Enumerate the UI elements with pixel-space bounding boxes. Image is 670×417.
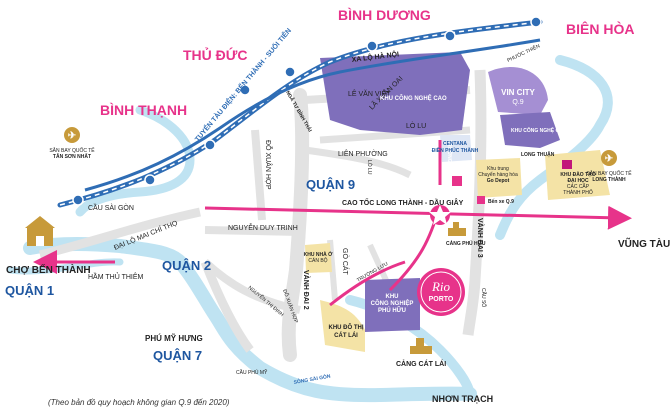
label-trung-chuyen-3: Go Depot [487,178,510,184]
label-go-cat: GÒ CÁT [341,248,350,276]
zone-khu-cn-phu-huu [365,278,420,332]
zone-khu-cnc-2 [500,112,560,148]
project-marker [429,205,451,225]
label-quan-7: QUẬN 7 [153,348,202,363]
road-vanh-dai-3 [462,69,487,336]
label-cho-ben-thanh: CHỢ BẾN THÀNH [6,263,91,276]
label-le-van-viet: LÊ VĂN VIỆT [348,89,391,98]
label-nha-o-1: KHU NHÀ Ở [304,251,333,258]
label-vin-city-1: VIN CITY [501,88,535,97]
label-trung-chuyen-2: Chuyển hàng hóa [478,171,518,178]
label-khu-cong-nghe-cao: KHU CÔNG NGHỆ CAO [380,94,447,102]
label-centana-2: ĐIỀN PHÚC THÀNH [432,147,479,154]
airport-long-thanh-line2: LONG THÀNH [592,176,626,183]
metro-stations [72,16,542,206]
label-lo-lu: LÒ LU [406,121,426,130]
xa-lo-ha-noi-line [84,38,541,192]
bus-station-icon [477,196,485,204]
road-vanh-dai-2 [281,88,310,362]
road-nguyen-duy-trinh [204,226,301,236]
road-go-cat [327,239,338,301]
project-logo-sub: PORTO [429,296,454,303]
label-vanh-dai-2: VÀNH ĐAI 2 [302,270,311,310]
label-do-xuan-hop: ĐỖ XUÂN HỢP [264,140,273,190]
label-vung-tau: VŨNG TÀU [618,237,670,250]
label-dai-hoc-3: CÁC CẤP [567,183,590,190]
airport-tan-son-nhat-line2: TÂN SƠN NHẤT [53,153,91,160]
label-nguyen-duy-trinh: NGUYỄN DUY TRINH [228,223,298,232]
label-dai-hoc-1: KHU ĐÀO TẠO [560,171,595,178]
zone-centana-area [440,135,472,162]
label-lien-phuong: LIÊN PHƯỜNG [338,149,388,158]
svg-text:✈: ✈ [605,154,614,165]
label-dai-hoc-4: THÀNH PHỐ [563,189,593,196]
label-cang-phu-huu: CẢNG PHÚ HỮU [446,240,486,247]
school-icon [562,160,572,169]
label-metro: TUYẾN TÀU ĐIỆN: BẾN THÀNH - SUỐI TIÊN [192,25,293,143]
label-long-thuan: LONG THUẬN [521,151,555,158]
label-cn-phu-huu-2: CÔNG NGHIỆP [371,299,414,307]
label-cang-cat-lai: CẢNG CÁT LÁI [396,359,446,368]
river-saigon [23,237,477,403]
airport-icon-long-thanh: ✈ [601,150,617,166]
label-do-thi-2: CÁT LÁI [334,332,358,339]
market-icon [25,216,55,246]
label-dai-hoc-2: ĐẠI HỌC [567,178,589,184]
road-lien-phuong [304,146,412,179]
airport-long-thanh-line1: SÂN BAY QUỐC TẾ [586,170,632,177]
label-vin-city-2: Q.9 [512,99,523,106]
label-cau-phu-my: CẦU PHÚ MỸ [236,369,268,376]
label-thu-duc: THỦ ĐỨC [183,46,248,63]
label-bien-hoa: BIÊN HÒA [566,20,634,37]
label-binh-thanh: BÌNH THẠNH [100,102,187,118]
label-lo-lu-2: LÒ LU [366,160,373,175]
label-ham-thu-thiem: HẦM THỦ THIÊM [88,271,144,281]
depot-icon [452,176,462,186]
airport-tan-son-nhat-line1: SÂN BAY QUỐC TẾ [49,147,95,154]
zone-khu-do-thi-cat-lai [320,300,365,352]
river-east [495,55,613,240]
airport-icon-tan-son-nhat: ✈ [64,127,80,143]
svg-text:✈: ✈ [68,131,77,142]
label-cn-phu-huu-3: PHÚ HỮU [378,307,406,314]
river-north [75,105,195,217]
zone-khu-cong-nghe-cao [320,52,470,135]
project-logo [417,268,465,316]
route-quan7 [200,260,254,353]
label-nhon-trach: NHƠN TRẠCH [432,394,493,404]
road-nguyen-thi-dinh [202,259,301,314]
road-mai-chi-tho [38,207,201,260]
port-icon-cat-lai [410,338,432,354]
label-vanh-dai-3: VÀNH ĐAI 3 [476,218,485,258]
project-logo-text: Rio [431,279,451,294]
label-binh-duong: BÌNH DƯƠNG [338,7,431,23]
label-cao-toc: CAO TỐC LONG THÀNH - DẦU GIÂY [342,197,464,207]
zone-khu-trung-chuyen [476,158,522,198]
label-cn-phu-huu-1: KHU [386,294,399,300]
label-do-thi-1: KHU ĐÔ THỊ [329,323,364,331]
label-cau-so: CẦU SỐ [480,288,487,307]
zone-khu-nha-o-can-bo [305,243,332,273]
footnote: (Theo bản đồ quy hoạch không gian Q.9 đế… [48,398,230,407]
label-truong-luu-2: TRƯỜNG LƯU [446,140,454,175]
label-centana-1: CENTANA [443,141,467,147]
label-quan-1: QUẬN 1 [5,283,54,298]
label-phu-my-hung: PHÚ MỸ HƯNG [145,334,203,343]
label-ben-xe-q9: Bến xe Q.9 [488,198,514,205]
label-cau-sai-gon: CẦU SÀI GÒN [88,202,134,212]
route-cat-lai [329,260,406,307]
label-quan-9: QUẬN 9 [306,177,355,192]
label-quan-2: QUẬN 2 [162,258,211,273]
highway-cao-toc [204,205,632,230]
road-do-xuan-hop [251,129,266,221]
label-trung-chuyen-1: Khu trung [487,166,509,172]
port-icon-phu-huu [448,222,466,236]
zone-vin-city [488,67,548,115]
label-khu-cnc-2: KHU CÔNG NGHỆ CAO 2 [511,126,571,134]
label-nha-o-2: CÁN BỘ [308,257,327,264]
zone-khu-dai-hoc [545,150,610,200]
